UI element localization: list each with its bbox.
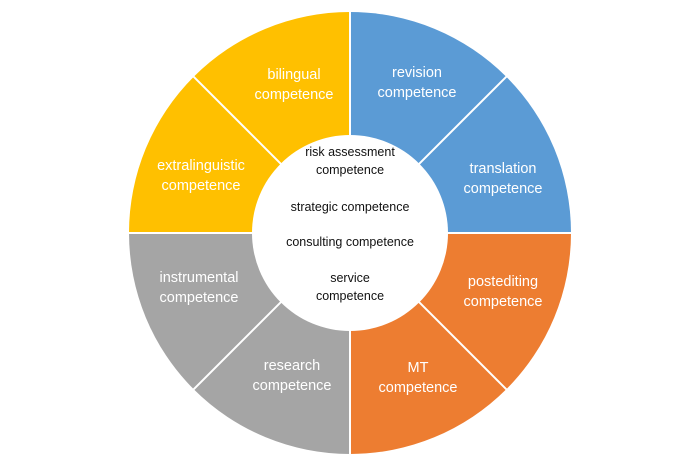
center-label-line: risk assessment [305,145,395,159]
segment-label-bilingual: bilingual competence [255,67,334,103]
segment-label-line: instrumental [160,270,239,286]
segment-label-line: bilingual [267,67,320,83]
segment-label-line: research [264,358,320,374]
segment-label-line: competence [255,87,334,103]
segment-label-mt: MT competence [379,360,458,396]
center-label-line: service [330,271,370,285]
segment-label-line: competence [378,85,457,101]
center-label-line: competence [316,163,384,177]
segment-label-postediting: postediting competence [464,274,543,310]
segment-label-line: translation [470,161,537,177]
segment-label-line: MT [408,360,429,376]
center-hub [252,135,448,331]
center-label-service: service competence [316,271,384,303]
segment-label-revision: revision competence [378,65,457,101]
segment-label-line: postediting [468,274,538,290]
center-label-consulting: consulting competence [286,235,414,249]
segment-label-translation: translation competence [464,161,543,197]
segment-label-instrumental: instrumental competence [160,270,239,306]
segment-label-line: competence [160,290,239,306]
center-label-line: consulting competence [286,235,414,249]
segment-label-line: competence [379,380,458,396]
center-labels: risk assessment competence strategic compe… [286,145,414,303]
segment-label-line: competence [253,378,332,394]
center-label-strategic: strategic competence [291,200,410,214]
segment-label-line: revision [392,65,442,81]
segment-label-research: research competence [253,358,332,394]
segment-label-line: competence [162,178,241,194]
segment-label-line: competence [464,181,543,197]
segment-label-extralinguistic: extralinguistic competence [157,158,245,194]
center-label-risk-assessment: risk assessment competence [305,145,395,177]
center-label-line: competence [316,289,384,303]
segment-label-line: extralinguistic [157,158,245,174]
segment-label-line: competence [464,294,543,310]
center-label-line: strategic competence [291,200,410,214]
